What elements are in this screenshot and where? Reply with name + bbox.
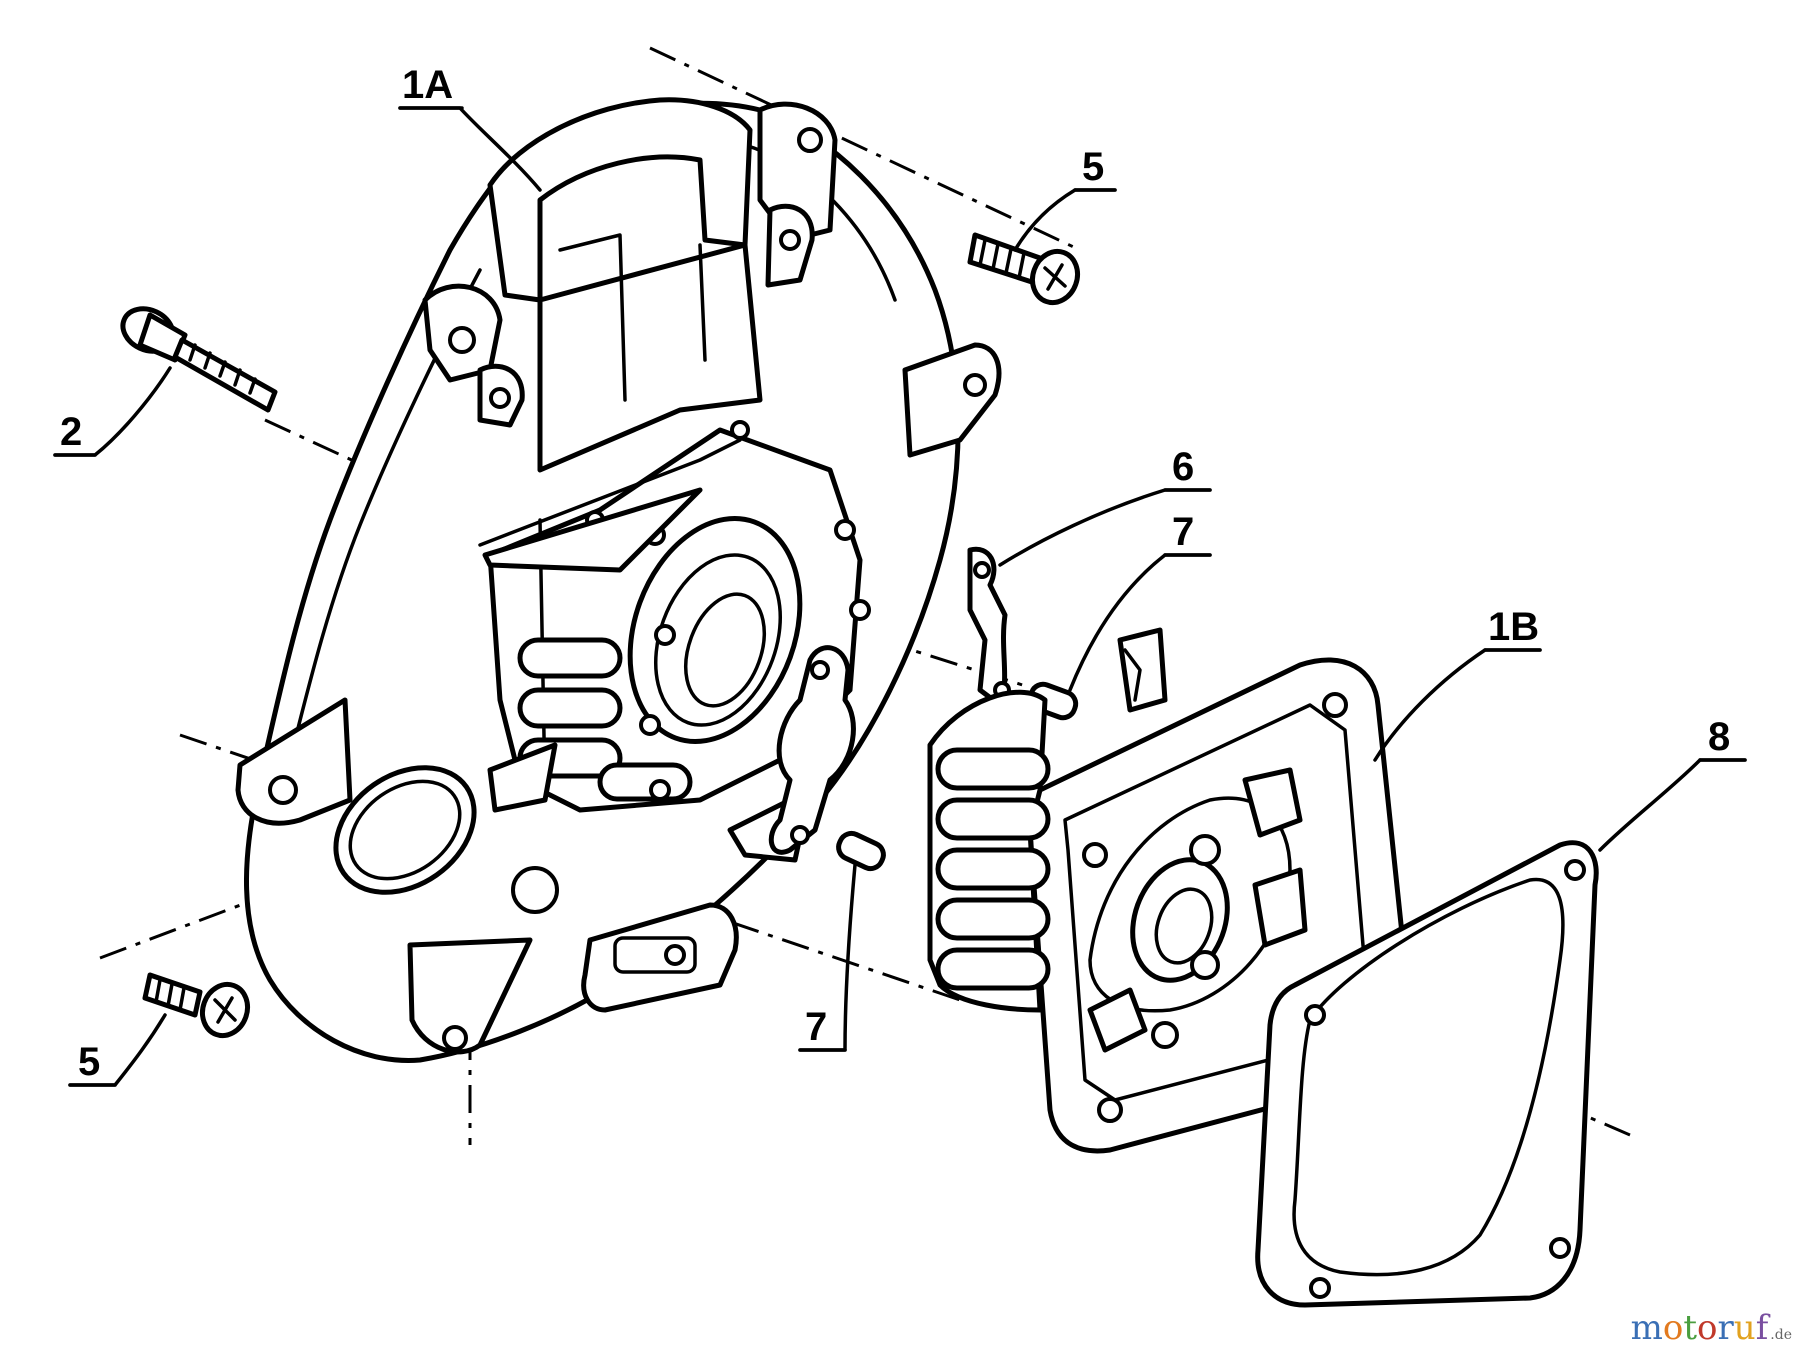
watermark-letter: m — [1630, 1308, 1663, 1348]
watermark-name: motoruf — [1631, 1308, 1769, 1348]
label-5-bottom: 5 — [78, 1040, 100, 1084]
label-1a: 1A — [402, 63, 453, 107]
label-7-lower: 7 — [805, 1005, 827, 1049]
gasket-8 — [1255, 840, 1599, 1308]
housing-half-1a — [235, 97, 1002, 1063]
part-labels: 1A 2 5 5 6 7 7 1B 8 — [53, 63, 1747, 1087]
label-6: 6 — [1172, 445, 1194, 489]
watermark-tld: .de — [1770, 1327, 1792, 1343]
watermark-letter: u — [1733, 1308, 1756, 1348]
label-1b: 1B — [1488, 605, 1539, 649]
long-bolt-2 — [120, 306, 278, 413]
label-7-upper: 7 — [1172, 510, 1194, 554]
watermark-letter: o — [1697, 1308, 1718, 1348]
watermark-letter: r — [1717, 1308, 1734, 1348]
label-8: 8 — [1708, 715, 1730, 759]
watermark-letter: t — [1683, 1308, 1698, 1348]
screw-5-bottom — [142, 972, 251, 1039]
watermark-letter: f — [1755, 1308, 1769, 1348]
dowel-pin-lower — [836, 830, 886, 872]
watermark-letter: o — [1662, 1308, 1684, 1348]
label-2: 2 — [60, 410, 82, 454]
screw-5-top — [967, 232, 1081, 306]
label-5-top: 5 — [1082, 145, 1104, 189]
watermark-logo: motoruf.de — [1631, 1308, 1792, 1348]
